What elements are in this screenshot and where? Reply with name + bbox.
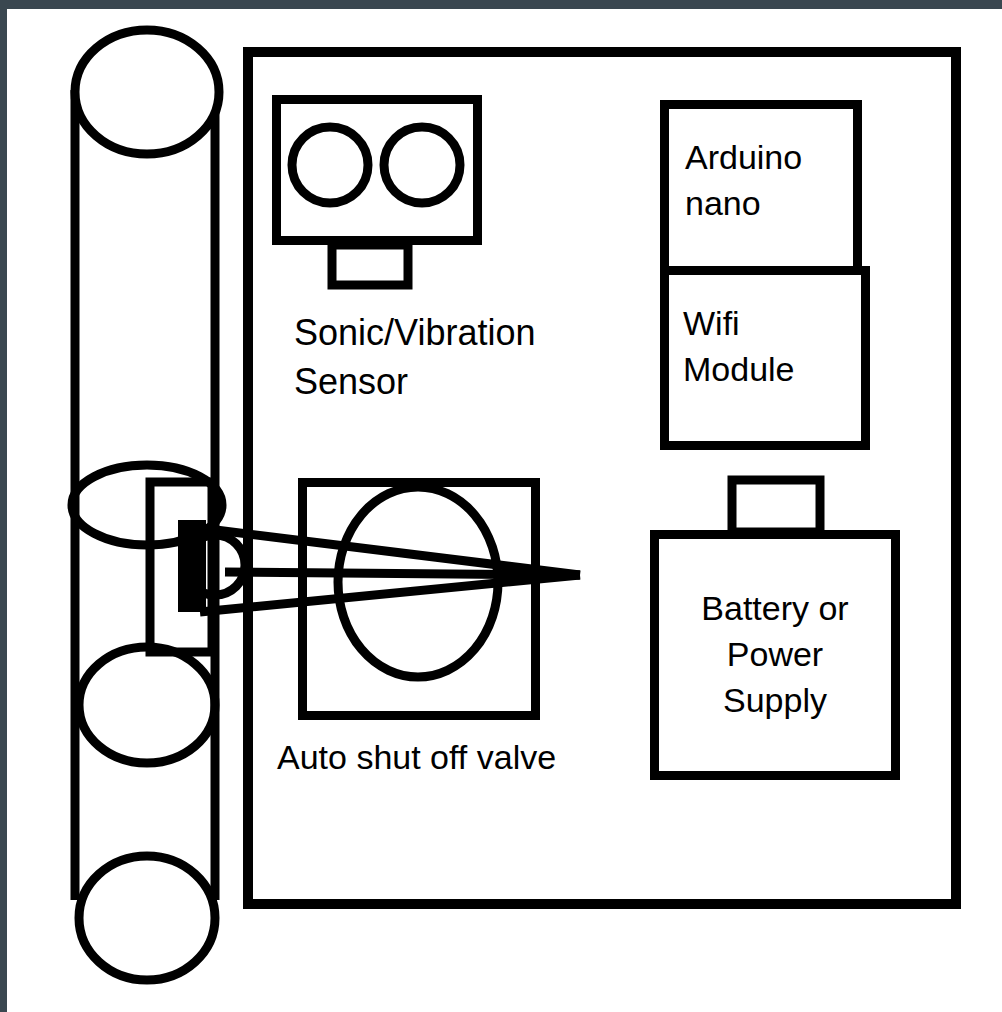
node-label: Auto shut off valve: [277, 735, 556, 781]
valve-stem: [178, 520, 206, 612]
sensor-symbol: [292, 127, 460, 285]
frame-band: [0, 0, 7, 1012]
housing: [248, 52, 956, 904]
wifi-box: Wifi Module: [660, 266, 870, 450]
sensor-box: Sonic/Vibration Sensor: [272, 95, 482, 245]
node-label: Sonic/Vibration Sensor: [294, 309, 624, 406]
valve-symbol: [200, 487, 580, 677]
controller-box: Arduino nano: [660, 100, 862, 275]
node-label: Wifi Module: [683, 301, 853, 393]
battery-terminal: [732, 480, 820, 532]
power-box: Battery or Power Supply: [650, 530, 900, 780]
node-label: Battery or Power Supply: [695, 586, 855, 724]
frame-band: [0, 0, 1002, 9]
node-label: Arduino nano: [685, 135, 845, 227]
pipe: [72, 30, 245, 980]
valve-box: Auto shut off valve: [298, 478, 540, 720]
